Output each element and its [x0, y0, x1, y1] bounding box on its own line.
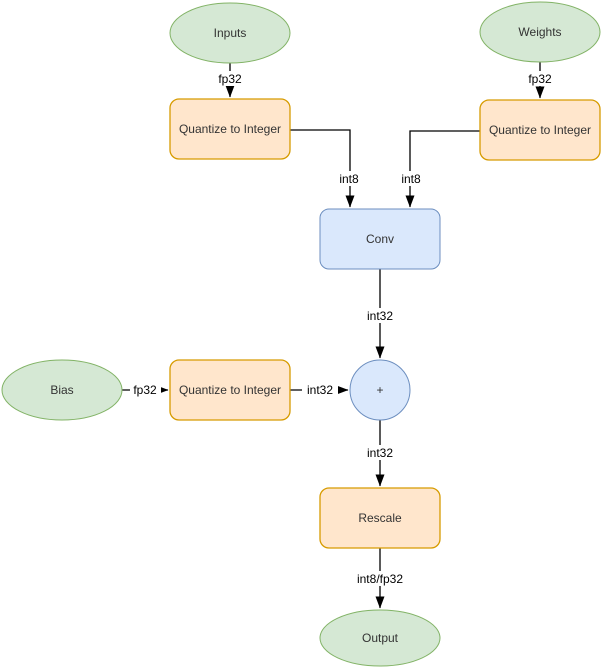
add-circle — [349, 359, 411, 421]
edge-label-bg — [215, 71, 245, 86]
add-label: + — [376, 383, 383, 397]
rescale-label: Rescale — [358, 511, 402, 525]
edge-label-int8-inputs: int8 — [339, 172, 359, 186]
node-quantize-inputs: Quantize to Integer — [169, 98, 291, 160]
quantize-bias-label: Quantize to Integer — [179, 383, 281, 397]
inputs-label: Inputs — [214, 26, 247, 40]
node-weights: Weights — [479, 1, 601, 63]
node-add: + — [349, 359, 411, 421]
weights-label: Weights — [518, 25, 561, 39]
node-quantize-weights: Quantize to Integer — [479, 99, 601, 161]
output-ellipse — [319, 609, 441, 667]
node-output: Output — [319, 609, 441, 667]
conv-rect — [319, 208, 441, 270]
edge-label-bg — [302, 382, 338, 397]
edge-label-fp32-weights: fp32 — [528, 72, 552, 86]
edge-label-int32-bias: int32 — [307, 383, 333, 397]
quantize-bias-rect — [169, 359, 291, 421]
quantize-inputs-label: Quantize to Integer — [179, 122, 281, 136]
quantize-weights-label: Quantize to Integer — [489, 123, 591, 137]
inputs-ellipse — [169, 2, 291, 64]
edge-label-int32-add: int32 — [367, 446, 393, 460]
bias-ellipse — [1, 359, 123, 421]
edge-quantize-inputs-to-conv — [290, 129, 355, 208]
rescale-rect — [319, 487, 441, 549]
edge-labels: fp32 fp32 int8 int8 int32 fp32 int32 int… — [130, 71, 555, 586]
node-bias: Bias — [1, 359, 123, 421]
weights-ellipse — [479, 1, 601, 63]
edge-quantize-weights-to-conv — [405, 130, 480, 208]
node-quantize-bias: Quantize to Integer — [169, 359, 291, 421]
edge-label-int8-weights: int8 — [401, 172, 421, 186]
edge-label-bg — [525, 71, 555, 86]
edge-label-bg — [130, 382, 161, 397]
edge-label-bg — [362, 308, 398, 323]
edge-label-bg — [397, 171, 425, 186]
edge-label-int32-conv: int32 — [367, 309, 393, 323]
edge-label-bg — [335, 171, 363, 186]
conv-label: Conv — [366, 232, 394, 246]
edge-label-bg — [351, 571, 409, 586]
edge-label-fp32-inputs: fp32 — [218, 72, 242, 86]
edge-label-fp32-bias: fp32 — [133, 383, 157, 397]
quantize-inputs-rect — [169, 98, 291, 160]
output-label: Output — [362, 631, 399, 645]
node-rescale: Rescale — [319, 487, 441, 549]
edge-label-bg — [362, 445, 398, 460]
edge-label-int8fp32: int8/fp32 — [357, 572, 403, 586]
node-conv: Conv — [319, 208, 441, 270]
bias-label: Bias — [50, 383, 73, 397]
quantize-weights-rect — [479, 99, 601, 161]
node-inputs: Inputs — [169, 2, 291, 64]
